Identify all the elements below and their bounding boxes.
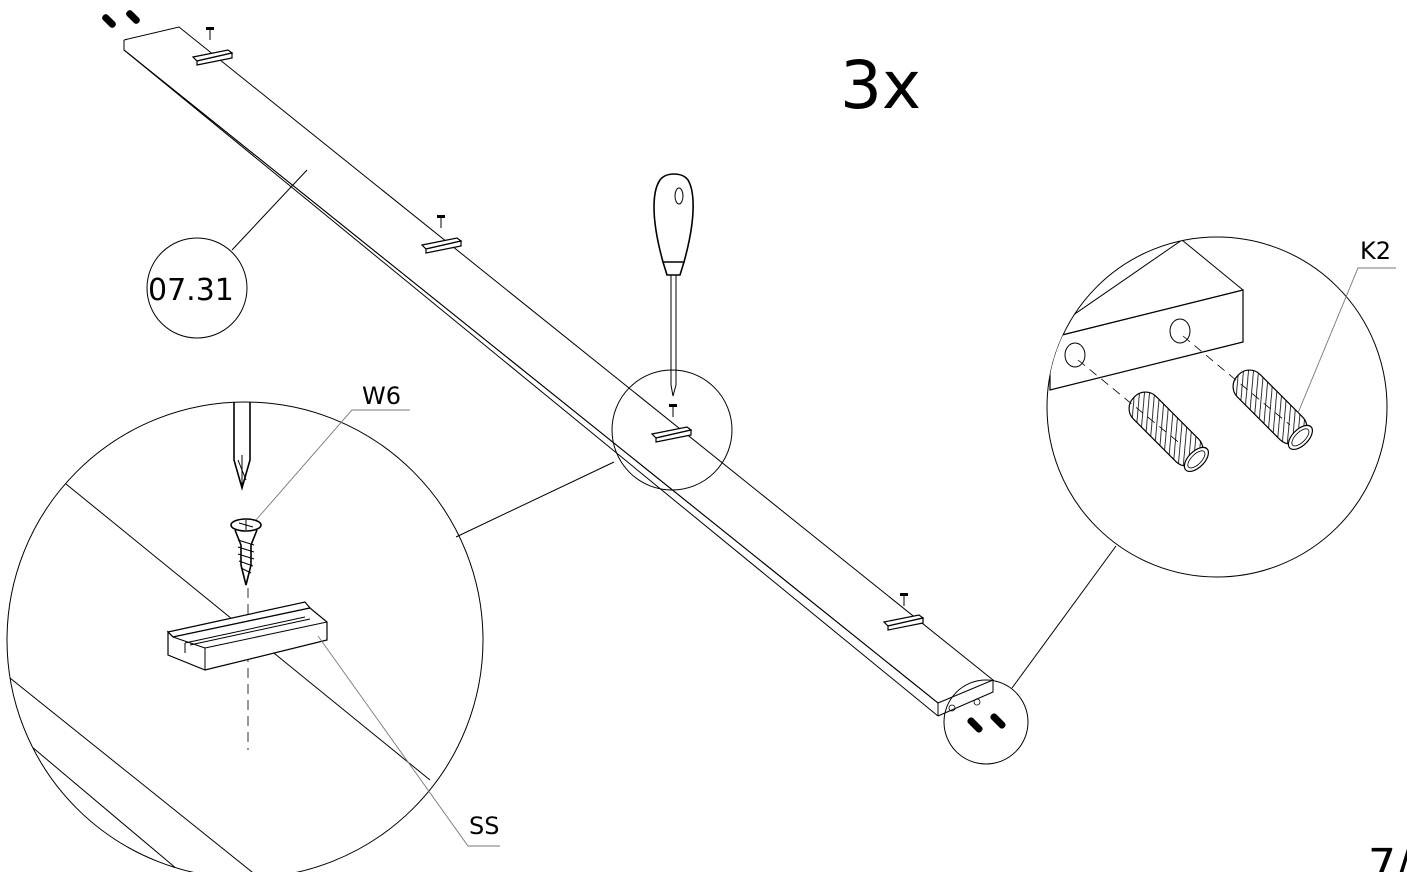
detail-marker-dowel	[943, 679, 1029, 765]
slide-strip-2	[420, 215, 463, 254]
detail-marker-screw	[611, 369, 733, 491]
part-number-callout: 07.31	[146, 169, 308, 339]
page-number: 7/	[1368, 840, 1407, 872]
slide-strip-label: SS	[469, 812, 499, 840]
quantity-label: 3x	[840, 47, 921, 124]
detail-view-screw	[6, 401, 484, 872]
screwdriver-icon	[653, 173, 694, 397]
leader-dowel-detail	[1011, 545, 1117, 689]
dowel-pair-bottom	[967, 713, 1006, 733]
slide-strip-3	[650, 404, 693, 443]
part-number-label: 07.31	[148, 273, 234, 308]
leader-screw-detail	[455, 461, 615, 538]
slide-strip-4	[882, 593, 925, 631]
screw-label: W6	[362, 382, 401, 410]
dowel-pair-top	[102, 10, 140, 28]
slide-strip-1	[191, 27, 234, 66]
leader-k2	[1297, 267, 1396, 414]
detail-view-dowels	[1046, 236, 1388, 578]
leader-w6	[255, 409, 410, 521]
dowel-label: K2	[1360, 237, 1391, 265]
leader-ss	[317, 635, 500, 847]
board-07-31	[123, 26, 994, 717]
